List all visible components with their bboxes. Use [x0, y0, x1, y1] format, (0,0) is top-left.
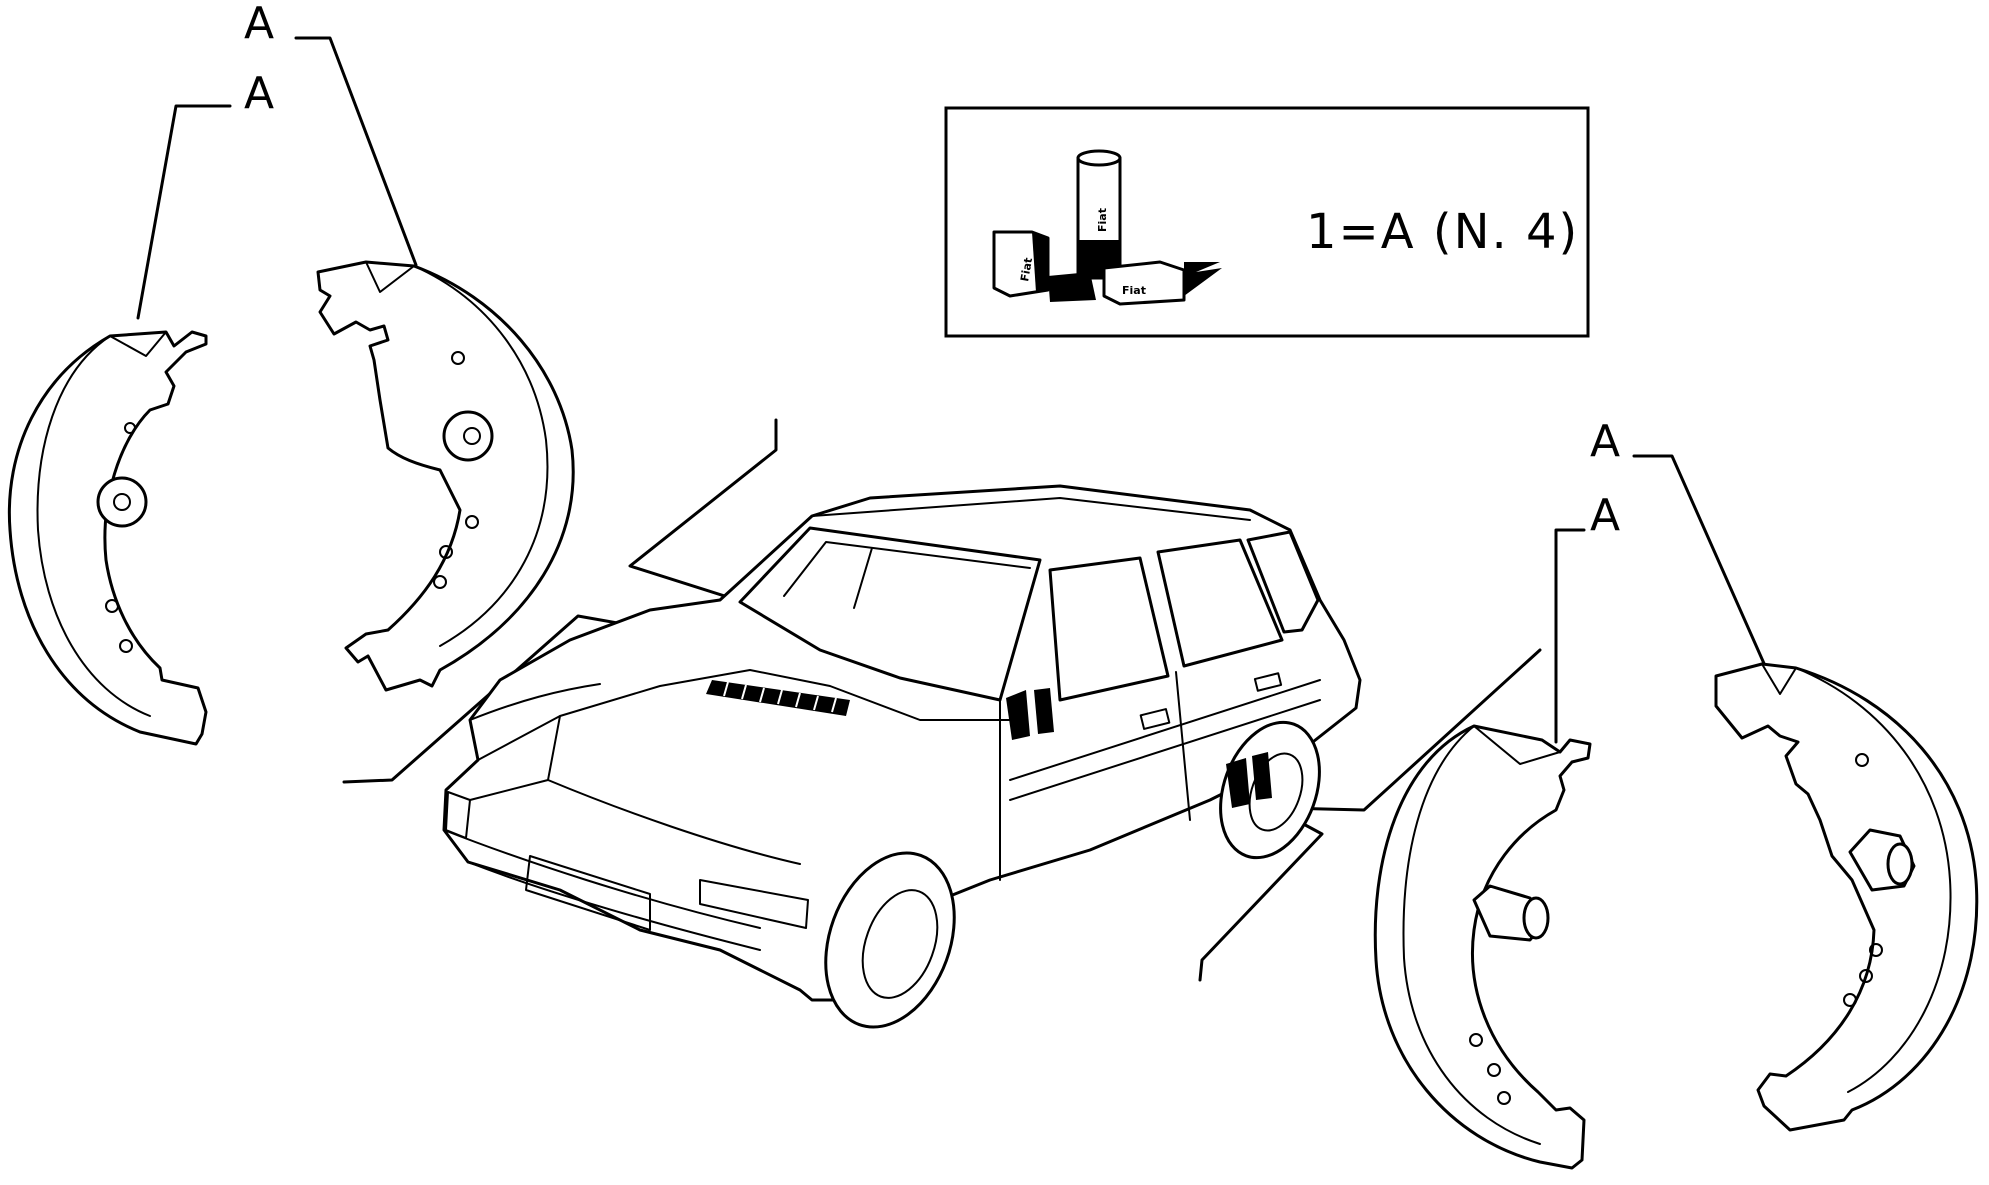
front-brake-shoe-left [7, 330, 208, 746]
callout-label-rear-inner: A [1590, 490, 1620, 541]
front-brake-shoe-right [316, 260, 575, 692]
callout-label-front-inner: A [244, 68, 274, 119]
rear-brake-shoe-left [1373, 724, 1592, 1170]
kit-brand-label-3: Fiat [1122, 284, 1146, 297]
highlighted-brake-parts [1006, 688, 1272, 808]
legend-box: Fiat Fiat Fiat 1=A (N. 4) [944, 106, 1590, 338]
fiat-parts-kit-icon: Fiat Fiat Fiat [992, 149, 1222, 306]
kit-brand-label-1: Fiat [1018, 257, 1035, 283]
callout-label-rear-outer: A [1590, 416, 1620, 467]
car-illustration [442, 484, 1362, 1029]
callout-label-front-outer: A [244, 0, 274, 49]
legend-key-text: 1=A (N. 4) [1306, 204, 1579, 260]
kit-brand-label-2: Fiat [1096, 208, 1109, 232]
rear-brake-shoe-right [1714, 662, 1979, 1132]
